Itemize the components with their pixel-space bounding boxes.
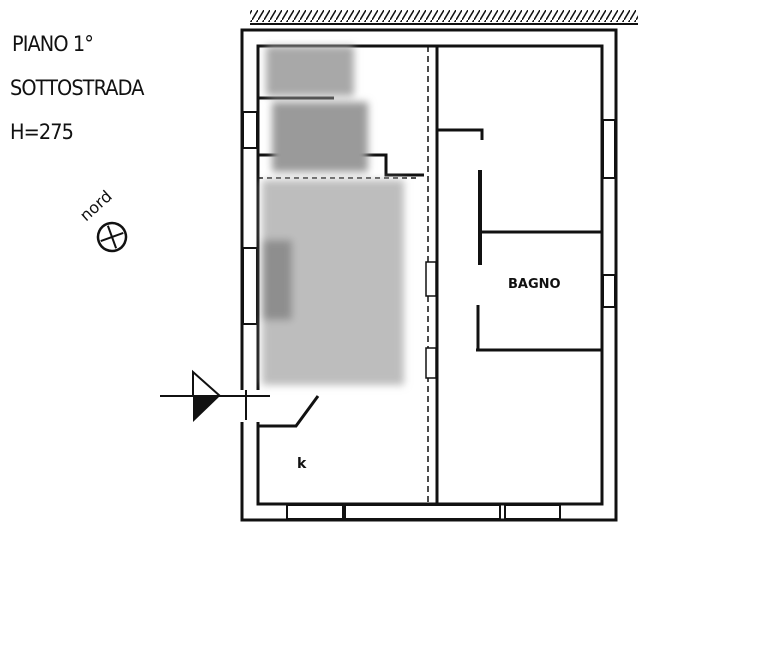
compass-label: nord: [76, 187, 116, 225]
room-label-bathroom: BAGNO: [508, 277, 561, 292]
ground-hatch: [250, 10, 638, 22]
redacted-area: [262, 46, 404, 385]
room-label-kitchen: k: [297, 456, 307, 472]
north-compass-icon: [96, 221, 128, 253]
floor-label: PIANO 1°: [12, 32, 94, 56]
walls: [238, 28, 618, 522]
height-label: H=275: [10, 120, 74, 144]
level-label: SOTTOSTRADA: [10, 76, 144, 100]
entrance-arrow-icon: [160, 369, 270, 422]
